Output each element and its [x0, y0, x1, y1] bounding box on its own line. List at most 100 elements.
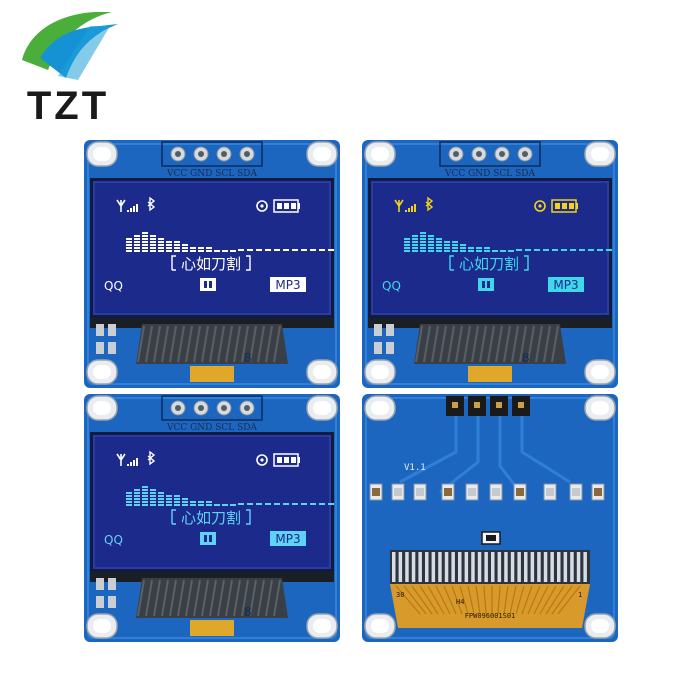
- title-bracket-left: [449, 255, 454, 271]
- battery-icon: [273, 199, 300, 213]
- ribbon-tab: [190, 366, 234, 382]
- mp3-label: MP3: [553, 278, 578, 292]
- signal-icon: [116, 199, 138, 212]
- mp3-label: MP3: [275, 532, 300, 546]
- qq-label: QQ: [104, 279, 123, 293]
- fpc-mark: H4: [456, 598, 464, 606]
- ribbon-tab: [468, 366, 512, 382]
- bluetooth-icon: [425, 196, 434, 212]
- charge-icon: [256, 200, 268, 212]
- pause-icon: [200, 278, 216, 291]
- equalizer-dash: [283, 249, 289, 251]
- equalizer-dash: [606, 249, 612, 251]
- equalizer-dash: [543, 249, 549, 251]
- smd-pad: [96, 324, 104, 336]
- charge-icon: [534, 200, 546, 212]
- equalizer-dash: [534, 249, 540, 251]
- title-bracket-left: [171, 255, 176, 271]
- mp3-box: [270, 277, 306, 292]
- equalizer-dash: [328, 503, 334, 505]
- equalizer-bars: [126, 232, 236, 252]
- equalizer-dash: [570, 249, 576, 251]
- pin-header-outline: [161, 395, 263, 421]
- digit-mark: 8: [244, 351, 252, 365]
- equalizer-dash: [247, 249, 253, 251]
- smd-pad: [374, 342, 382, 354]
- smd-pad: [96, 342, 104, 354]
- title-bracket-right: [524, 255, 529, 271]
- title-bracket-right: [246, 509, 251, 525]
- title-bracket-right: [246, 255, 251, 271]
- battery-icon: [273, 453, 300, 467]
- equalizer-bars: [404, 232, 514, 252]
- equalizer-dash: [292, 503, 298, 505]
- qq-label: QQ: [104, 533, 123, 547]
- bluetooth-icon: [147, 196, 156, 212]
- equalizer-dash: [301, 503, 307, 505]
- equalizer-dash: [319, 249, 325, 251]
- pin-header-outline: [161, 141, 263, 167]
- equalizer-dash: [265, 503, 271, 505]
- battery-icon: [551, 199, 578, 213]
- oled-module-white: VCC GND SCL SDA 心如刀割 QQ MP3 8: [82, 138, 342, 390]
- equalizer-dash: [579, 249, 585, 251]
- pcb-traces: [399, 416, 571, 494]
- qq-label: QQ: [382, 279, 401, 293]
- charge-icon: [256, 454, 268, 466]
- equalizer-dash: [274, 503, 280, 505]
- song-title: 心如刀割: [181, 509, 241, 527]
- title-bracket-left: [171, 509, 176, 525]
- equalizer-dash: [310, 249, 316, 251]
- tzt-logo-icon: [22, 12, 118, 80]
- smd-pad: [108, 324, 116, 336]
- digit-mark: 8: [522, 351, 530, 365]
- equalizer-dash: [238, 503, 244, 505]
- mp3-box: [270, 531, 306, 546]
- pin-labels: VCC GND SCL SDA: [166, 169, 258, 179]
- equalizer-dash: [283, 503, 289, 505]
- equalizer-dash: [310, 503, 316, 505]
- equalizer-dash: [552, 249, 558, 251]
- song-title: 心如刀割: [181, 255, 241, 273]
- equalizer-dash: [247, 503, 253, 505]
- equalizer-dash: [301, 249, 307, 251]
- equalizer-dash: [588, 249, 594, 251]
- equalizer-dash: [561, 249, 567, 251]
- equalizer-bars: [126, 486, 236, 506]
- pause-icon: [200, 532, 216, 545]
- equalizer-dash: [292, 249, 298, 251]
- equalizer-dash: [328, 249, 334, 251]
- equalizer-dash: [238, 249, 244, 251]
- ribbon-tab: [190, 620, 234, 636]
- fpc-pin-30: 30: [396, 591, 404, 599]
- smd-pad: [96, 578, 104, 590]
- smd-pad: [108, 578, 116, 590]
- mp3-label: MP3: [275, 278, 300, 292]
- equalizer-dash: [597, 249, 603, 251]
- smd-pad: [108, 596, 116, 608]
- mp3-box: [548, 277, 584, 292]
- pin-header-outline: [439, 141, 541, 167]
- equalizer-dash: [319, 503, 325, 505]
- smd-pad: [374, 324, 382, 336]
- digit-mark: 8: [244, 605, 252, 619]
- song-title: 心如刀割: [459, 255, 519, 273]
- smd-pad: [386, 324, 394, 336]
- bluetooth-icon: [147, 450, 156, 466]
- signal-icon: [394, 199, 416, 212]
- signal-icon: [116, 453, 138, 466]
- pause-icon: [478, 278, 494, 291]
- fpc-pin-1: 1: [578, 591, 582, 599]
- smd-pad: [96, 596, 104, 608]
- smd-pad: [386, 342, 394, 354]
- equalizer-dash: [274, 249, 280, 251]
- equalizer-dash: [265, 249, 271, 251]
- fpc-pins: [390, 550, 590, 584]
- equalizer-dash: [516, 249, 522, 251]
- equalizer-dash: [256, 249, 262, 251]
- smd-pad: [108, 342, 116, 354]
- equalizer-dash: [525, 249, 531, 251]
